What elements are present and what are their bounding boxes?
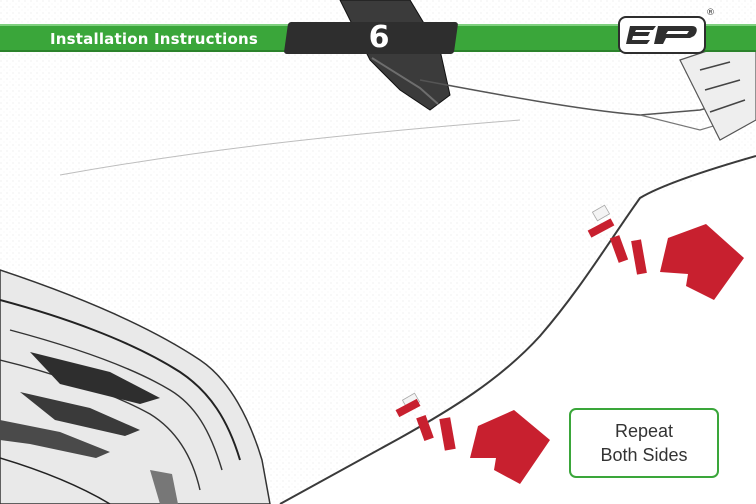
registered-mark: ® (706, 8, 715, 18)
ep-logo (618, 16, 706, 54)
callout-line-2: Both Sides (600, 443, 687, 467)
ep-logo-mark (626, 24, 698, 46)
repeat-both-sides-callout: Repeat Both Sides (569, 408, 719, 478)
step-number: 6 (362, 20, 396, 56)
callout-line-1: Repeat (615, 419, 673, 443)
page-title: Installation Instructions (50, 28, 258, 50)
